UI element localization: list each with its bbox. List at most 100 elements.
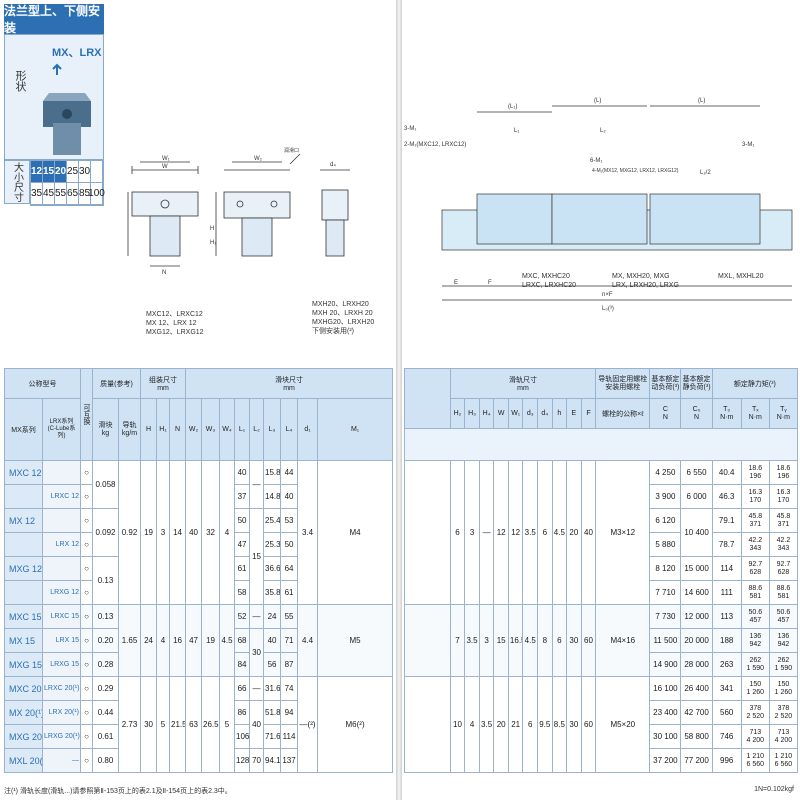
th-stat-load: 基本额定静负荷(³) [680, 368, 713, 399]
size-cell: 85 [79, 183, 91, 205]
left-page: 法兰型上、下侧安装 MX、LRX 形状 大小尺寸 12 15 20 25 30 … [0, 0, 396, 800]
th-bolt: 导轨固定用螺栓安装用螺栓 [595, 368, 651, 399]
size-cell: 12 [31, 161, 43, 183]
size-cell: 15 [43, 161, 55, 183]
drawing-caption-right: MXH20、LRXH20 MXH 20、LRXH 20 MXHG20、LRXH2… [312, 301, 375, 335]
th-H2: H₂ [449, 398, 466, 429]
table-row: MX 15 LRX 15 ○ 0.20 68 30 40 71 [4, 628, 393, 677]
size-cell: 25 [67, 161, 79, 183]
note-6m1: 6-M₁ [590, 158, 602, 164]
th-L3: L₃ [263, 398, 282, 461]
dim-l0: L₀(³) [602, 306, 614, 312]
size-label: 大小尺寸 [4, 160, 30, 204]
th-h: h [551, 398, 568, 429]
dim-d4-label: d₄ [330, 162, 336, 168]
lube-port-label: 润滑口 [284, 147, 299, 154]
page-title: 法兰型上、下侧安装 [4, 4, 104, 35]
rail-shape-icon [43, 63, 91, 155]
th-E: E [566, 398, 582, 429]
dim-l2-half: L₂/2 [700, 170, 711, 176]
th-dyn-load: 基本额定动负荷(³) [649, 368, 682, 399]
th-mass: 质量(参考) [91, 368, 142, 399]
series-label-1: MXC, MXHC20 LRXC, LRXHC20 [522, 273, 577, 289]
model-alt-cell [42, 460, 81, 485]
th-L4: L₄ [280, 398, 299, 461]
series-label-3: MXL, MXHL20 [718, 273, 764, 280]
table-row: MX 20(¹) LRX 20(¹) ○ 0.44 86 40 51.8 94 [4, 700, 393, 749]
size-cell: 30 [79, 161, 91, 183]
size-cell: 100 [88, 183, 105, 205]
th-d1: d₁ [297, 398, 319, 461]
series-label-2: MX, MXH20, MXG LRX, LRXH20, LRXG [612, 273, 679, 289]
size-cell: 45 [43, 183, 55, 205]
th-H3: H₃ [464, 398, 480, 429]
table-row: MXC 15 LRXC 15 ○ 0.13 1.65 24 4 16 47 19… [4, 604, 394, 677]
size-cell: 35 [31, 183, 43, 205]
table-row: MXG 20(¹) LRXG 20(¹) ○ 0.61 106 71.6 114 [4, 724, 393, 749]
dim-n-label: N [162, 270, 166, 276]
th-W3: W₃ [201, 398, 221, 461]
right-page: 3-M₁ 2-M₁(MXC12, LRXC12) 6-M₁ 4-M₁(MX12,… [402, 0, 800, 800]
dim-e: E [454, 280, 458, 286]
table-row: LRXC 12 ○ 37 14.8 40 [4, 484, 393, 509]
series-label: MX、LRX [52, 47, 102, 59]
th-lrx-series: LRX系列 (C-Lube系列) [42, 398, 81, 461]
table-row: 7 3.5 3 15 16.5 4.5 8 6 30 60 M4×16 7 73… [404, 604, 799, 677]
dim-l: (L) [594, 98, 601, 104]
dim-l-b: (L) [698, 98, 705, 104]
th-H4: H₄ [478, 398, 495, 429]
dim-h1-label: H₁ [210, 240, 216, 246]
th-model: 公称型号 [4, 368, 81, 399]
dim-w-label: W [162, 164, 168, 170]
table-row: MXC 20(¹) LRXC 20(¹) ○ 0.29 2.73 30 5 21… [4, 676, 394, 773]
th-H1: H₁ [156, 398, 171, 461]
page-gutter [396, 0, 402, 800]
table-row: LRX 12 ○ 47 25.3 50 [4, 532, 393, 557]
th-W: W [493, 398, 509, 429]
th-W2: W₂ [185, 398, 203, 461]
table-row: MXL 20(¹) — ○ 0.80 128 70 94.1 137 [4, 748, 393, 773]
th-moment: 额定静力矩(³) [711, 368, 799, 399]
table-row: 6 3 — 12 12 3.5 6 4.5 20 40 M3×12 4 250 … [404, 460, 799, 605]
th-F: F [580, 398, 597, 429]
table-row: MXC 12 ○ 0.058 0.92 19 3 14 40 32 4 40 —… [4, 460, 394, 605]
size-cell: 20 [55, 161, 67, 183]
size-cell: 55 [55, 183, 67, 205]
note-3m1-b: 3-M₁ [742, 142, 754, 148]
table-row: MX 12 ○ 0.092 50 15 25.4 53 [4, 508, 393, 605]
dim-w2-label: W₂ [254, 156, 263, 162]
th-mx-series: MX系列 [4, 398, 43, 461]
cross-section-drawing-a: W W₁ N [127, 156, 199, 276]
th-M1: M₁ [317, 398, 394, 461]
size-cell [91, 161, 103, 183]
drawing-caption-left: MXC12、LRXC12 MX 12、LRX 12 MXG12、LRXG12 [146, 311, 204, 336]
rail-side-view-drawing: 3-M₁ 2-M₁(MXC12, LRXC12) 6-M₁ 4-M₁(MX12,… [404, 98, 793, 312]
th-d3: d₃ [522, 398, 539, 429]
size-grid: 12 15 20 25 30 35 45 55 65 85 100 [30, 160, 105, 206]
dim-l2: L₂ [600, 128, 606, 134]
shape-label: 形状 [14, 70, 26, 92]
th-W4: W₄ [219, 398, 236, 461]
dim-l1b: L₁ [514, 128, 519, 134]
note-2m1: 2-M₁(MXC12, LRXC12) [404, 142, 466, 148]
table-row: MXG 15 LRXG 15 ○ 0.28 84 56 87 [4, 652, 393, 677]
model-cell: MXC 12 [4, 460, 43, 485]
th-W1: W₁ [507, 398, 524, 429]
dim-h-label: H [210, 226, 214, 232]
th-L1: L₁ [234, 398, 251, 461]
footnote-right: 1N=0.102kgf [754, 786, 794, 793]
